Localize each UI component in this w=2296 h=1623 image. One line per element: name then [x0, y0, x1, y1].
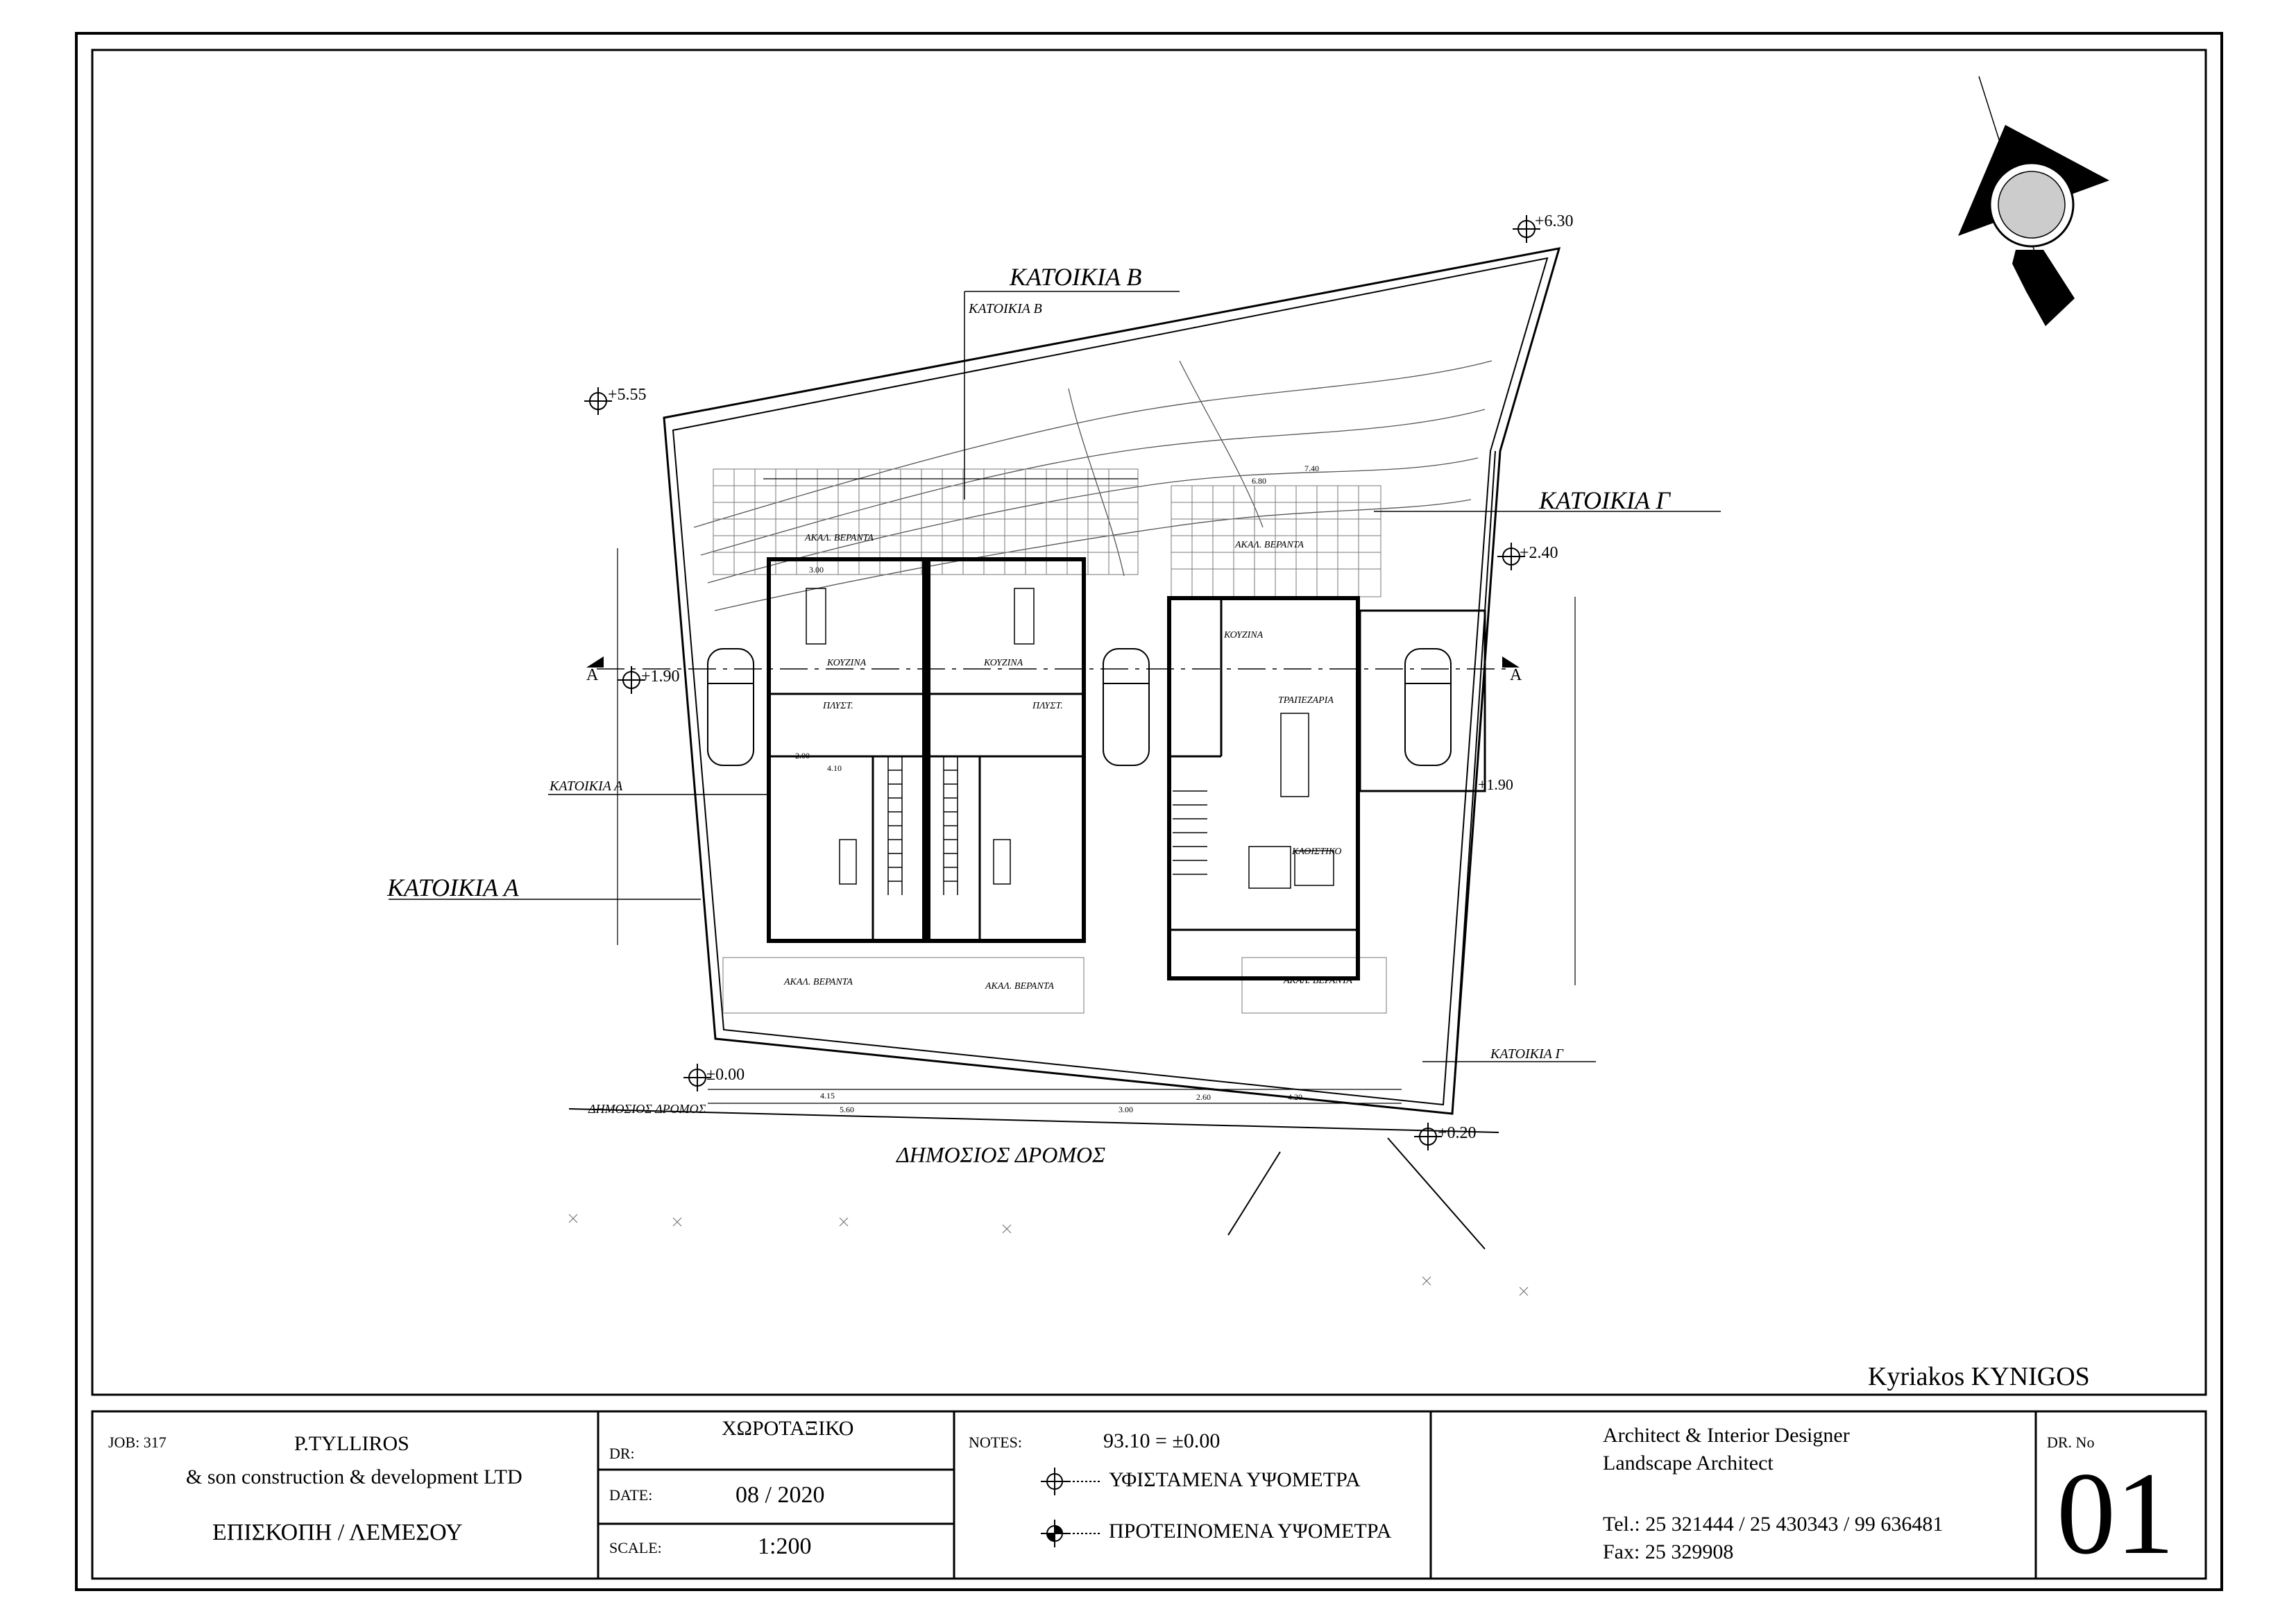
notes-datum: 93.10 = ±0.00 — [1103, 1429, 1221, 1452]
room-veranda: ΑΚΑΛ. ΒΕΡΑΝΤΑ — [1235, 540, 1304, 550]
room-kitchen: ΚΟΥΖΙΝΑ — [827, 658, 867, 668]
dr-label: DR: — [609, 1445, 635, 1462]
room-wc: ΠΛΥΣΤ. — [823, 701, 853, 711]
dimension-label: 6.80 — [1252, 476, 1266, 486]
dimension-label: 4.10 — [827, 763, 842, 773]
level-bottom-left: ±0.00 — [706, 1066, 745, 1084]
house-label-g: ΚΑΤΟΙΚΙΑ Γ — [1539, 486, 1670, 514]
house-walls — [767, 557, 1360, 980]
house-interior-walls — [769, 598, 1486, 941]
room-veranda: ΑΚΑΛ. ΒΕΡΑΝΤΑ — [985, 981, 1054, 992]
small-label-b: ΚΑΤΟΙΚΙΑ Β — [969, 301, 1042, 316]
road-label-large: ΔΗΜΟΣΙΟΣ ΔΡΟΜΟΣ — [896, 1142, 1106, 1167]
site-boundary — [663, 247, 1561, 1115]
level-proposed-icon — [1041, 1520, 1100, 1547]
outer-border — [75, 32, 2223, 1591]
level-top-right: +6.30 — [1535, 212, 1574, 230]
spot-heights — [568, 1214, 1529, 1296]
road-edges — [568, 1108, 1499, 1250]
client-company: & son construction & development LTD — [186, 1465, 522, 1488]
room-veranda: ΑΚΑΛ. ΒΕΡΑΝΤΑ — [1284, 976, 1352, 986]
room-kitchen: ΚΟΥΖΙΝΑ — [1224, 630, 1264, 640]
section-marker-right — [1502, 656, 1520, 668]
dimension-label: 7.40 — [1304, 464, 1319, 473]
project-location: ΕΠΙΣΚΟΠΗ / ΛΕΜΕΣΟΥ — [212, 1520, 463, 1545]
room-veranda: ΑΚΑΛ. ΒΕΡΑΝΤΑ — [805, 533, 874, 543]
client-name: P.TYLLIROS — [294, 1432, 409, 1455]
label-leaders — [389, 291, 1721, 1062]
level-mid-right: +1.90 — [1478, 776, 1513, 793]
level-right: +2.40 — [1520, 544, 1558, 562]
architect-title: Architect & Interior Designer — [1603, 1424, 1850, 1447]
dimension-lines — [617, 478, 1576, 1104]
north-arrow-icon — [1958, 76, 2109, 326]
architect-signature: Kyriakos KYNIGOS — [1868, 1362, 2090, 1391]
date-label: DATE: — [609, 1486, 653, 1504]
drawing-number-label: DR. No — [2047, 1434, 2095, 1451]
date-value: 08 / 2020 — [735, 1482, 825, 1508]
title-block-frame — [91, 1410, 2207, 1580]
scale-value: 1:200 — [758, 1533, 812, 1559]
scale-label: SCALE: — [609, 1539, 662, 1556]
section-mark-left: A — [586, 666, 599, 684]
road-label-small: ΔΗΜΟΣΙΟΣ ΔΡΟΜΟΣ — [588, 1102, 706, 1116]
small-label-g: ΚΑΤΟΙΚΙΑ Γ — [1490, 1046, 1563, 1062]
architect-fax: Fax: 25 329908 — [1603, 1540, 1734, 1563]
dimension-label: 3.00 — [809, 565, 824, 575]
room-living: ΚΑΘΙΣΤΙΚΟ — [1292, 847, 1342, 857]
section-marker-left — [586, 656, 604, 668]
room-dining: ΤΡΑΠΕΖΑΡΙΑ — [1278, 695, 1334, 706]
level-existing-icon — [1041, 1468, 1100, 1495]
notes-label: NOTES: — [969, 1434, 1022, 1451]
level-top-left: +5.55 — [608, 386, 647, 404]
legend-existing-levels: ΥΦΙΣΤΑΜΕΝΑ ΥΨΟΜΕΤΡΑ — [1109, 1468, 1361, 1491]
contour-lines — [693, 360, 1493, 611]
drawing-frame — [91, 49, 2207, 1396]
level-bottom-right: +0.20 — [1438, 1124, 1477, 1142]
job-number: JOB: 317 — [108, 1434, 167, 1451]
room-kitchen: ΚΟΥΖΙΝΑ — [984, 658, 1023, 668]
car-icon — [707, 648, 1452, 766]
dimension-label: 2.60 — [1196, 1092, 1211, 1102]
furniture — [806, 588, 1334, 889]
dimension-label: 5.60 — [840, 1105, 854, 1114]
dimension-label: 2.00 — [795, 751, 810, 760]
house-label-b: ΚΑΤΟΙΚΙΑ Β — [1010, 263, 1142, 291]
title-block-grid — [597, 1411, 2037, 1579]
dimension-label: 4.20 — [1288, 1092, 1302, 1102]
dimension-label: 3.00 — [1119, 1105, 1133, 1114]
stairs — [887, 756, 1207, 895]
room-wc: ΠΛΥΣΤ. — [1032, 701, 1063, 711]
drawing-number: 01 — [2057, 1448, 2175, 1579]
architect-tel: Tel.: 25 321444 / 25 430343 / 99 636481 — [1603, 1513, 1944, 1536]
small-label-a: ΚΑΤΟΙΚΙΑ Α — [550, 779, 623, 794]
section-mark-right: A — [1510, 666, 1522, 684]
drawing-title: ΧΩΡΟΤΑΞΙΚΟ — [722, 1417, 854, 1440]
level-left: +1.90 — [641, 668, 680, 686]
room-veranda: ΑΚΑΛ. ΒΕΡΑΝΤΑ — [784, 977, 853, 987]
dimension-label: 4.15 — [820, 1091, 835, 1101]
level-existing-icon — [584, 215, 1540, 1150]
architect-subtitle: Landscape Architect — [1603, 1452, 1774, 1475]
legend-proposed-levels: ΠΡΟΤΕΙΝΟΜΕΝΑ ΥΨΟΜΕΤΡΑ — [1109, 1520, 1392, 1543]
house-label-a: ΚΑΤΟΙΚΙΑ Α — [387, 874, 519, 901]
